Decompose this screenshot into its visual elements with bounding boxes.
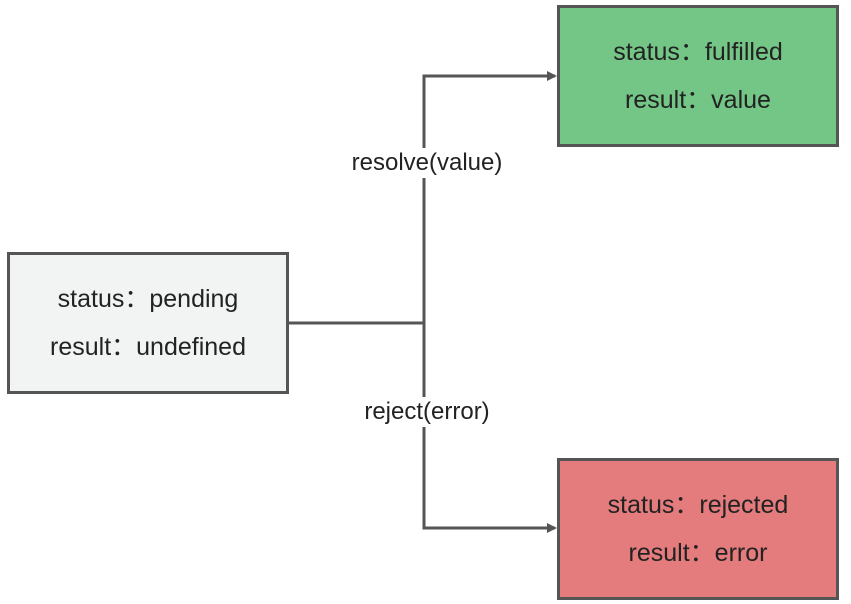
pending-status-text: status：pending [57,285,239,313]
rejected-status-text: status：rejected [607,491,789,519]
resolve-arrow [422,71,557,323]
pending-state-box: status：pending result：undefined [7,252,289,394]
resolve-label: resolve(value) [347,148,507,178]
fulfilled-status-text: status：fulfilled [613,38,783,66]
pending-result-text: result：undefined [50,333,246,361]
rejected-result-text: result：error [628,539,768,567]
fulfilled-state-box: status：fulfilled result：value [557,5,839,147]
reject-label: reject(error) [360,397,494,427]
reject-arrow [422,323,557,533]
rejected-state-box: status：rejected result：error [557,458,839,600]
fulfilled-result-text: result：value [625,86,771,114]
